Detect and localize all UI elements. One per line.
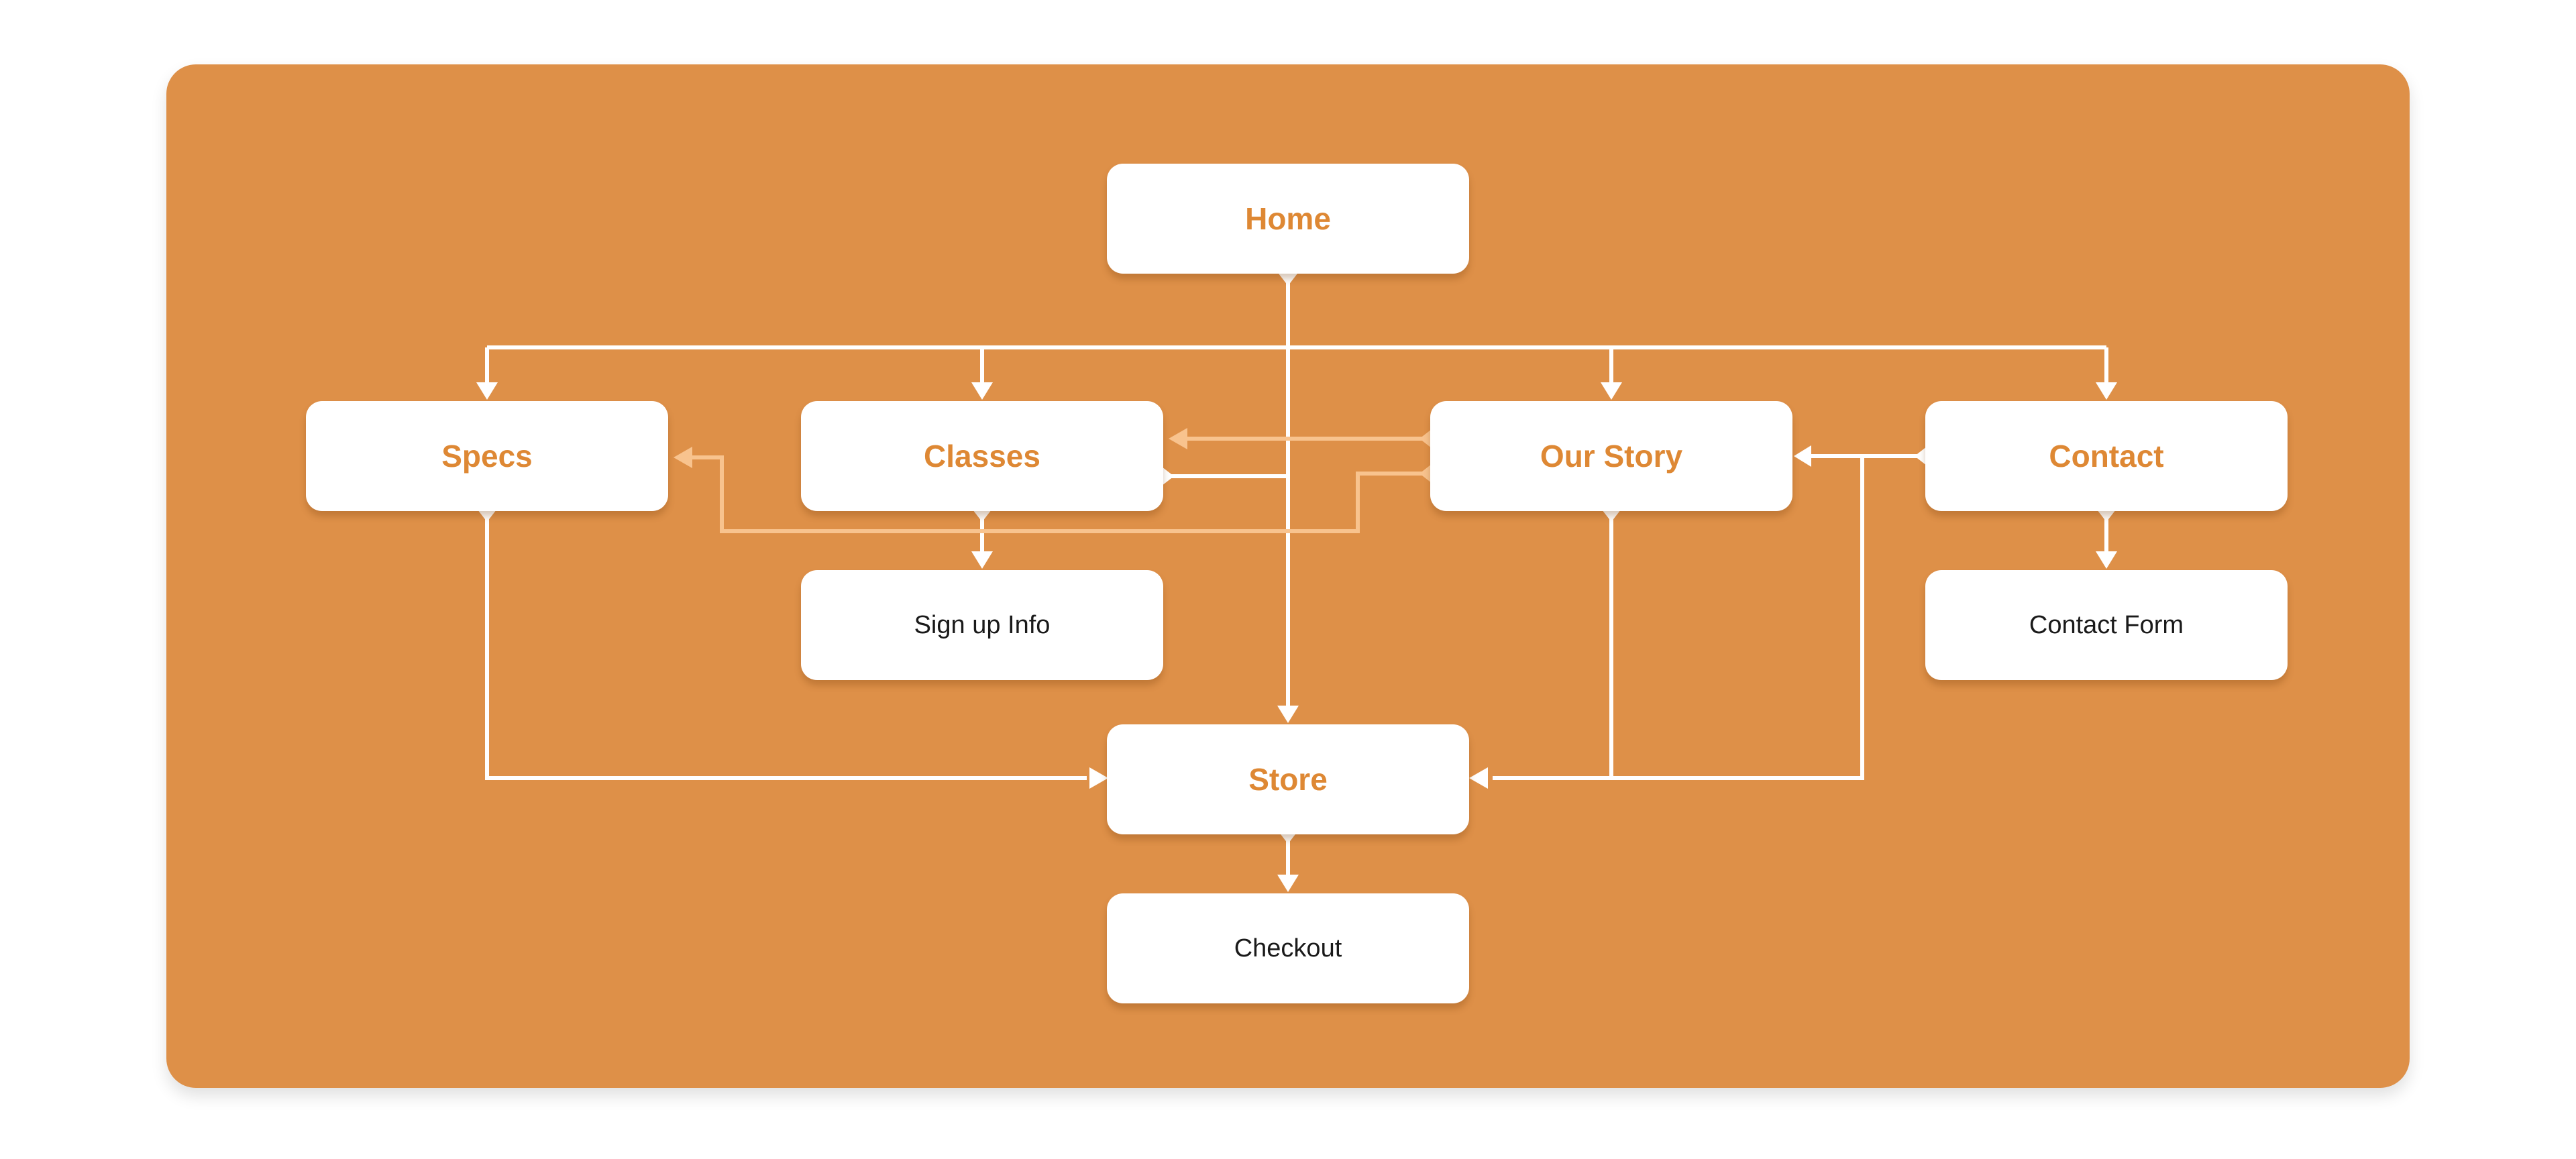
arrowhead-specs: [476, 382, 498, 400]
nub-our-story-left-2: [1419, 464, 1432, 483]
node-classes-label: Classes: [924, 439, 1040, 474]
node-contact[interactable]: Contact: [1925, 401, 2288, 511]
node-home-label: Home: [1245, 201, 1331, 236]
arrowhead-our-story: [1601, 382, 1622, 400]
node-home[interactable]: Home: [1107, 164, 1469, 274]
arrowhead-our-story-right: [1794, 445, 1811, 467]
node-specs-label: Specs: [441, 439, 533, 474]
nub-our-story: [1602, 510, 1621, 522]
node-store-label: Store: [1248, 762, 1328, 797]
nub-classes-right: [1162, 467, 1174, 486]
arrowhead-store-top: [1277, 706, 1299, 723]
node-our-story[interactable]: Our Story: [1430, 401, 1792, 511]
node-our-story-label: Our Story: [1540, 439, 1683, 474]
edge-our-story-specs: [692, 455, 1425, 533]
arrowhead-signup: [971, 551, 993, 569]
node-sign-up-info-label: Sign up Info: [914, 610, 1051, 639]
node-sign-up-info[interactable]: Sign up Info: [801, 570, 1163, 680]
arrowhead-store-left: [1089, 767, 1108, 789]
arrowhead-checkout: [1277, 875, 1299, 892]
arrowhead-specs-faded: [674, 447, 692, 468]
nub-classes: [973, 510, 991, 522]
node-specs[interactable]: Specs: [306, 401, 668, 511]
node-contact-form[interactable]: Contact Form: [1925, 570, 2288, 680]
node-checkout[interactable]: Checkout: [1107, 893, 1469, 1003]
edge-contact-store: [1611, 456, 1864, 780]
arrowhead-contact-form: [2096, 551, 2117, 569]
arrowhead-classes: [971, 382, 993, 400]
node-contact-label: Contact: [2049, 439, 2164, 474]
node-store[interactable]: Store: [1107, 724, 1469, 834]
nub-store: [1279, 832, 1297, 844]
edge-specs-store: [485, 516, 1087, 780]
arrowhead-store-right: [1469, 767, 1488, 789]
node-checkout-label: Checkout: [1234, 934, 1342, 962]
nub-contact: [2097, 510, 2116, 522]
nub-our-story-left-1: [1419, 429, 1432, 448]
nub-specs: [478, 510, 496, 522]
arrowhead-contact: [2096, 382, 2117, 400]
nub-contact-left: [1915, 447, 1927, 465]
arrowhead-classes-faded: [1169, 428, 1187, 449]
node-classes[interactable]: Classes: [801, 401, 1163, 511]
edge-our-story-store: [1493, 516, 1613, 780]
nub-home: [1279, 274, 1297, 286]
node-contact-form-label: Contact Form: [2029, 610, 2184, 639]
